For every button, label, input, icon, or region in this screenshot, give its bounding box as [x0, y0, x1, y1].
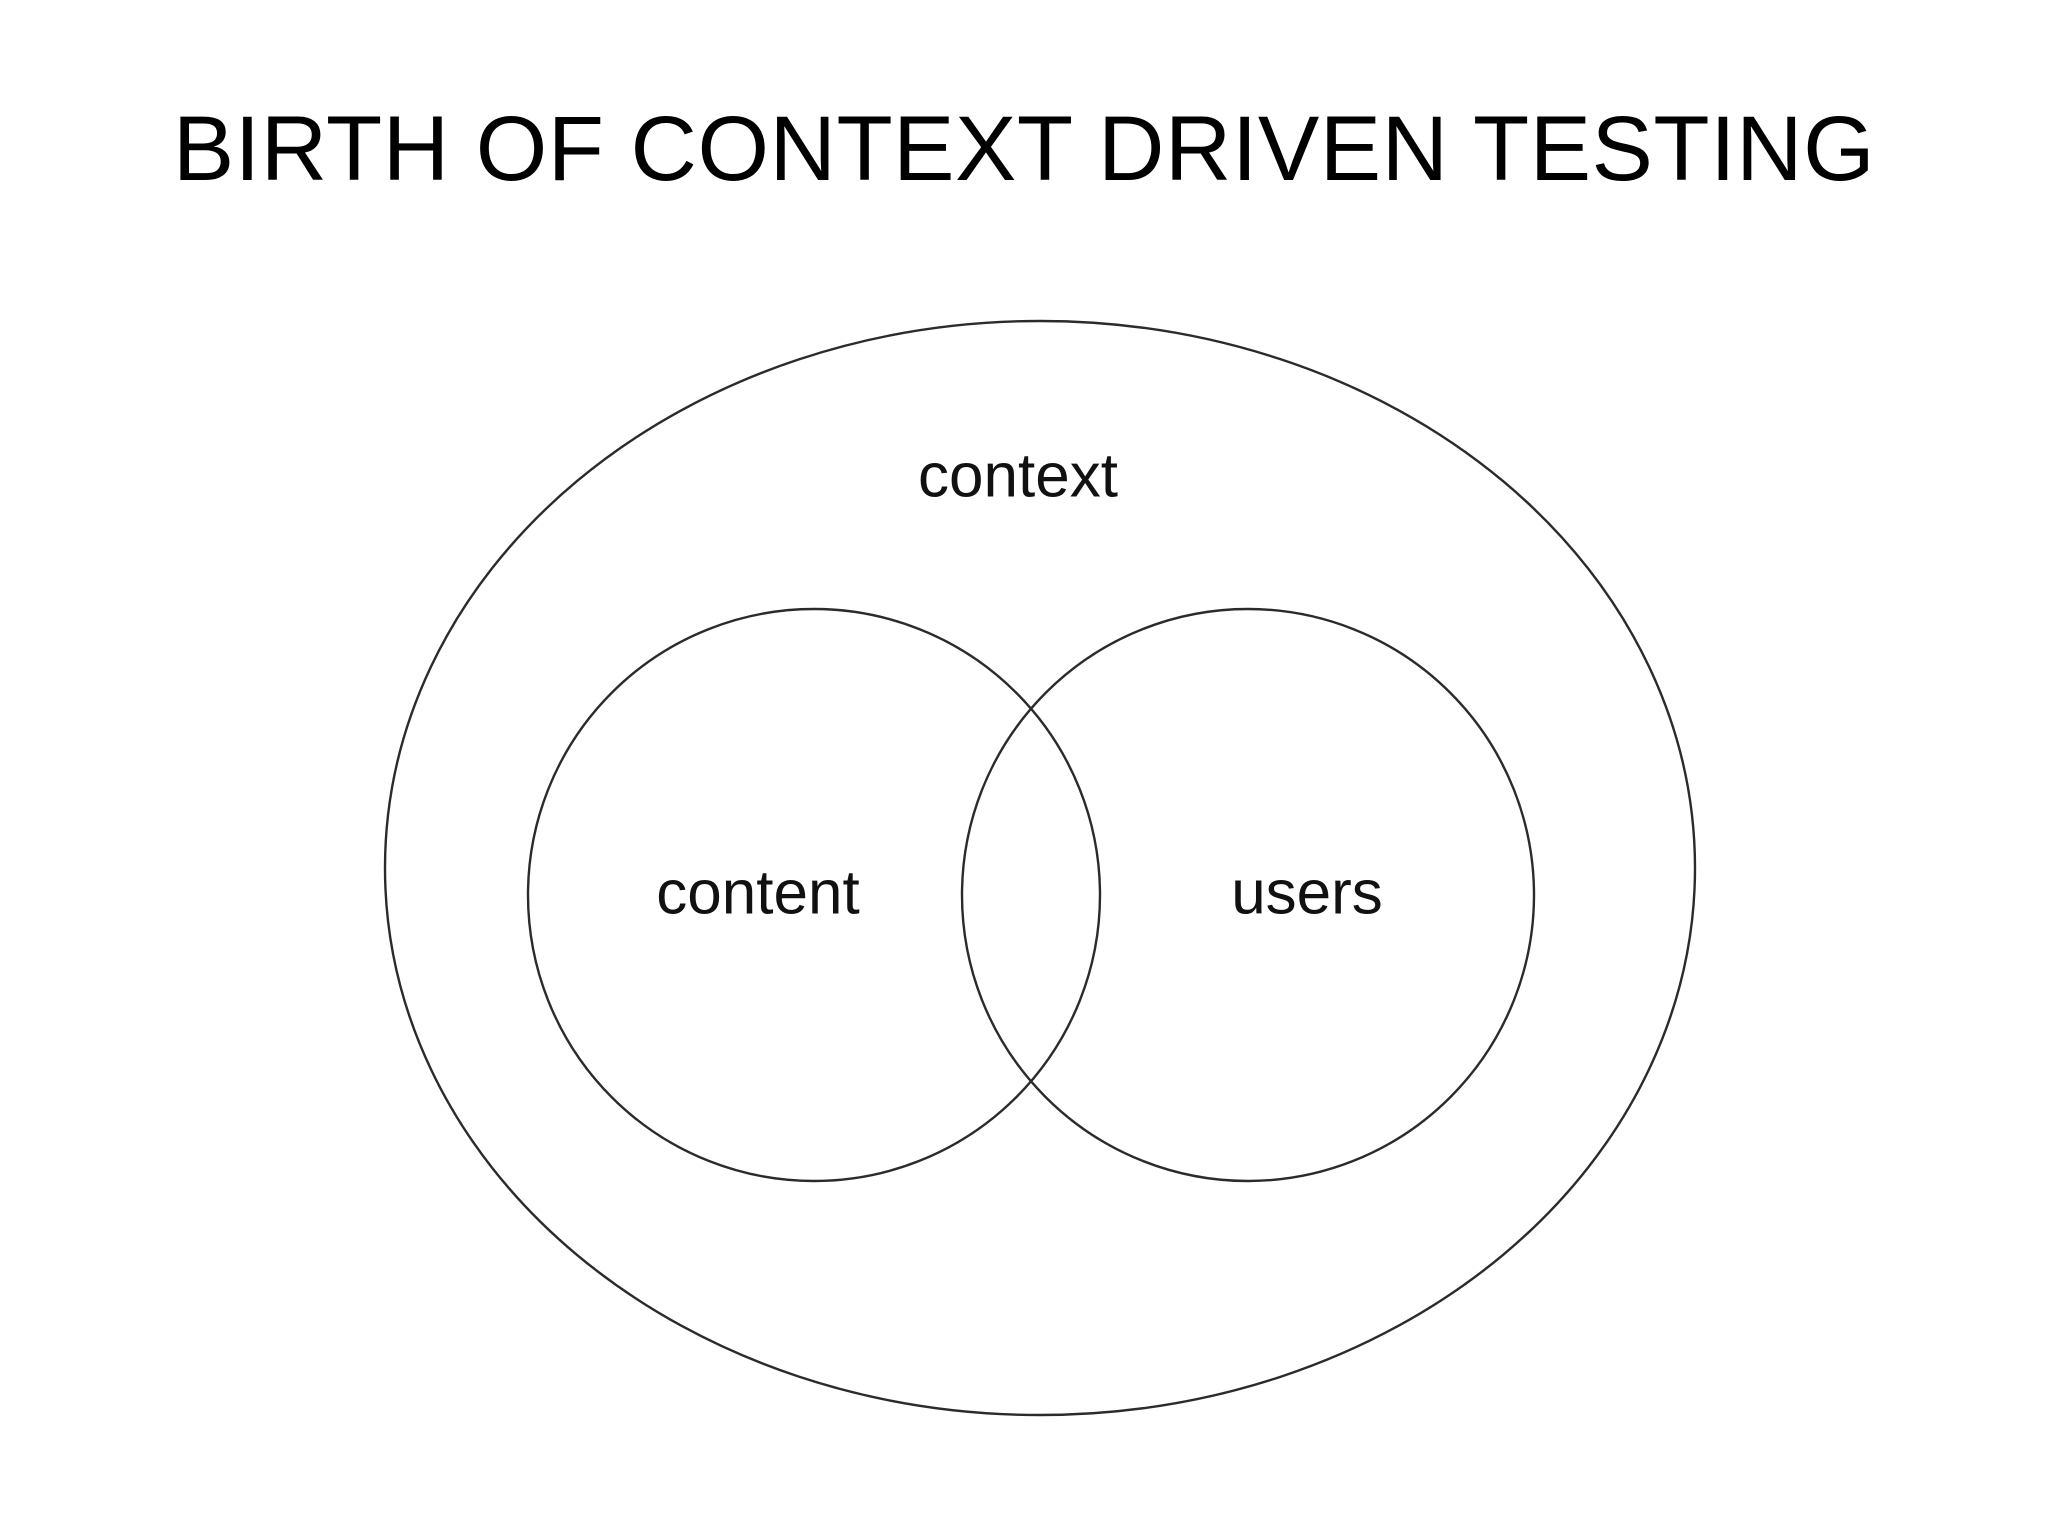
page-title: BIRTH OF CONTEXT DRIVEN TESTING [172, 98, 1876, 200]
content-circle [526, 607, 1102, 1183]
users-circle [960, 607, 1536, 1183]
context-ellipse [383, 319, 1697, 1417]
context-label: context [918, 441, 1118, 510]
users-label: users [1231, 858, 1383, 927]
content-label: content [656, 858, 859, 927]
